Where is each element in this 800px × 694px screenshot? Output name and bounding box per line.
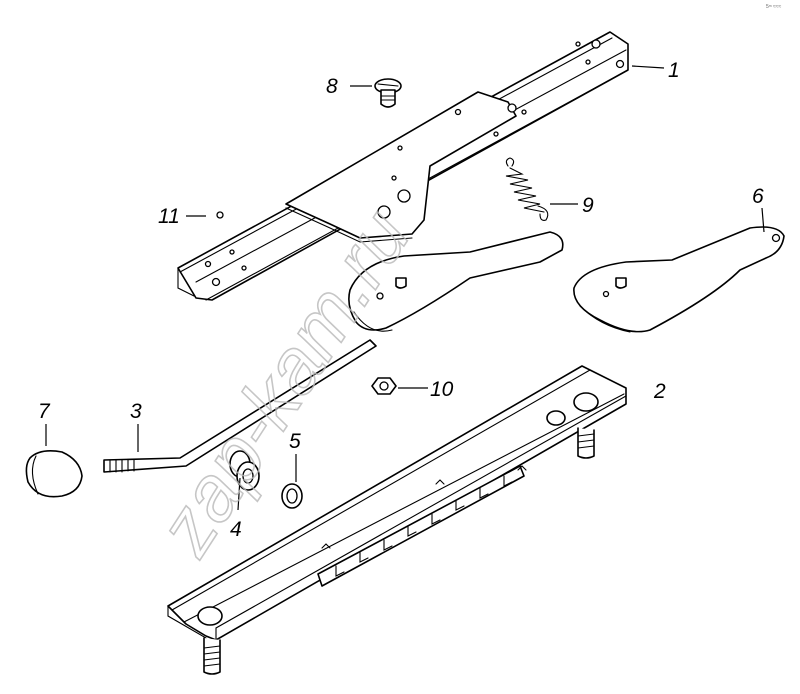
upper-rail-part-1	[177, 31, 629, 301]
washer-part-5	[281, 483, 303, 509]
callout-5: 5	[289, 430, 301, 453]
screw-part-8	[374, 78, 402, 108]
callout-11: 11	[158, 205, 180, 228]
release-rod-part-3	[103, 231, 564, 473]
callout-labels: 1 2 3 4 5 6 7 8 9 10 11	[38, 59, 764, 541]
callout-6: 6	[752, 185, 764, 208]
callout-2: 2	[653, 380, 666, 403]
knob-part-7	[25, 450, 83, 498]
callout-10: 10	[430, 378, 454, 401]
leader-1	[631, 65, 665, 69]
leader-lines	[45, 65, 765, 511]
callout-8: 8	[326, 75, 338, 98]
callout-7: 7	[38, 400, 51, 423]
leader-6	[761, 207, 765, 233]
callout-3: 3	[130, 400, 142, 423]
nut-part-10	[371, 377, 397, 395]
lever-plate-part-6	[573, 226, 785, 333]
spring-part-9	[505, 157, 549, 221]
callout-1: 1	[668, 59, 680, 82]
ball-part-11	[216, 211, 224, 219]
corner-mark: 5ᵐ ≈≈≈	[766, 4, 782, 10]
callout-9: 9	[582, 194, 594, 217]
lower-rail-part-2	[167, 365, 627, 675]
leader-4	[237, 477, 241, 511]
callout-4: 4	[230, 518, 242, 541]
bushing-part-4	[229, 450, 260, 491]
